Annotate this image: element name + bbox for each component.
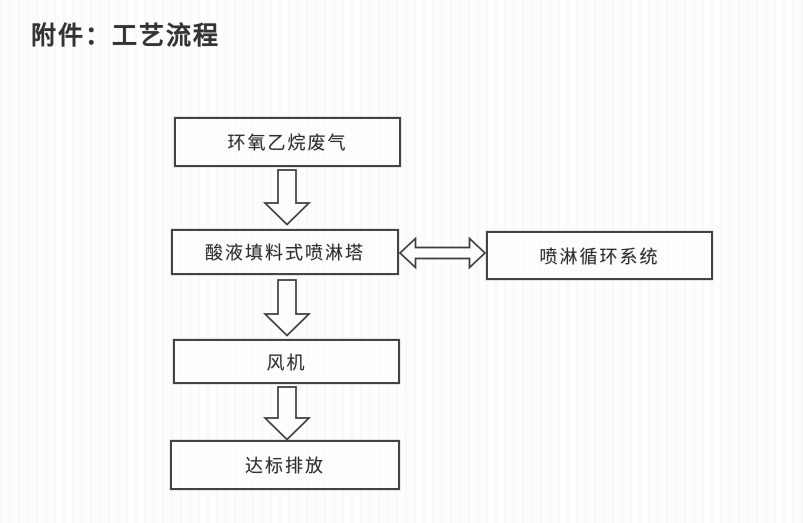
flow-node-label: 喷淋循环系统 <box>539 246 660 267</box>
down-block-arrow-icon <box>262 279 312 337</box>
page-title: 附件：工艺流程 <box>31 23 221 50</box>
flow-node-fan: 风机 <box>173 339 400 384</box>
flow-node-label: 酸液填料式喷淋塔 <box>205 243 365 263</box>
flow-node-label: 风机 <box>266 352 307 373</box>
flow-node-waste-gas: 环氧乙烷废气 <box>174 117 401 167</box>
flow-node-discharge: 达标排放 <box>170 440 400 490</box>
flow-node-spray-circulation: 喷淋循环系统 <box>486 231 713 280</box>
down-block-arrow-icon <box>262 169 312 226</box>
flow-node-label: 环氧乙烷废气 <box>227 133 348 153</box>
down-block-arrow-icon <box>262 386 312 441</box>
flow-node-spray-tower: 酸液填料式喷淋塔 <box>171 229 399 275</box>
double-headed-block-arrow-icon <box>398 236 487 270</box>
flow-node-label: 达标排放 <box>245 456 325 476</box>
